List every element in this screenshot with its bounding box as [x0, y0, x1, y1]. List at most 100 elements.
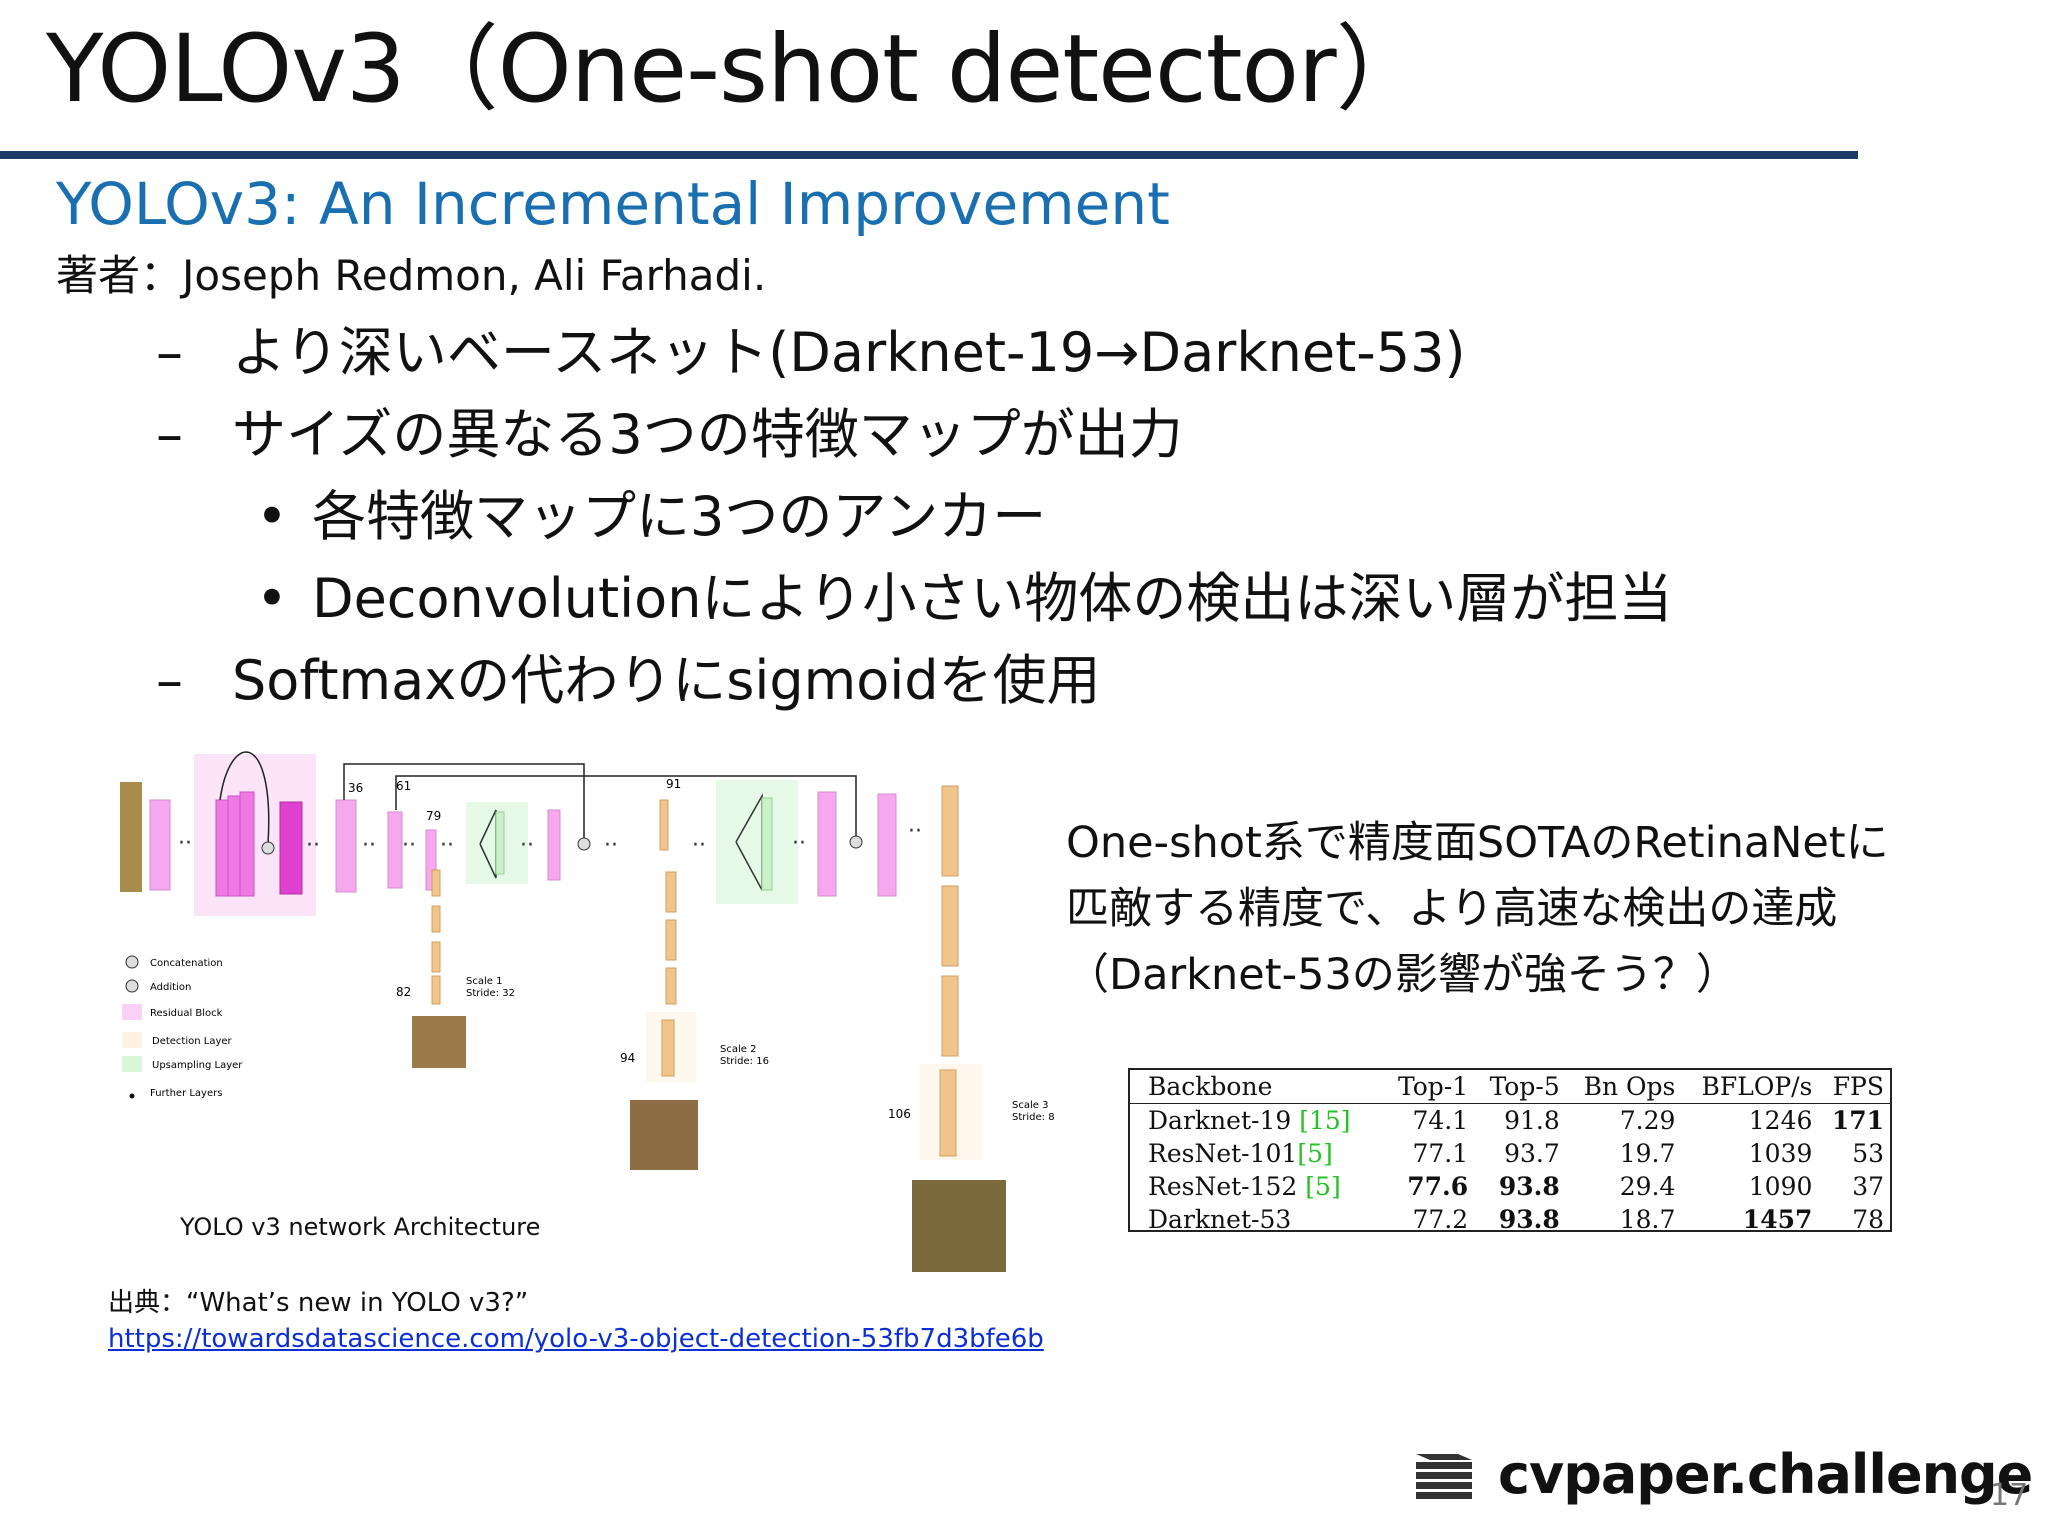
layer-36	[335, 799, 357, 893]
top1-cell: 77.6	[1407, 1172, 1469, 1201]
logo-text: cvpaper.challenge	[1498, 1443, 2033, 1506]
top1-cell: 74.1	[1412, 1106, 1469, 1135]
table-row: Darknet-19 [15] 74.1 91.8 7.29 1246 171	[1130, 1104, 1890, 1138]
column-header: FPS	[1832, 1072, 1884, 1101]
bullet-dot: •	[256, 567, 288, 630]
svg-text:··: ··	[520, 833, 534, 858]
layer-79	[425, 829, 437, 891]
bullet-item: –より深いベースネット(Darknet-19→Darknet-53)	[156, 318, 1466, 388]
layer-number-106: 106	[888, 1107, 911, 1121]
layer-number-61: 61	[396, 779, 411, 793]
layer-number-94: 94	[620, 1051, 635, 1065]
legend-addition: Addition	[150, 982, 191, 993]
scale-1-stride: Stride: 32	[466, 988, 515, 999]
input-image-thumbnail	[120, 782, 142, 892]
bnops-cell: 19.7	[1619, 1139, 1676, 1168]
scale-2-output-image	[630, 1100, 698, 1170]
backbone-cell: ResNet-101[5]	[1148, 1139, 1333, 1168]
bullet-dash: –	[156, 649, 183, 712]
bullet-text: より深いベースネット(Darknet-19→Darknet-53)	[232, 321, 1466, 384]
svg-text:··: ··	[792, 831, 806, 856]
top1-cell: 77.1	[1412, 1139, 1469, 1168]
bnops-cell: 18.7	[1619, 1205, 1676, 1234]
layer-number-79: 79	[426, 809, 441, 823]
svg-text:··: ··	[440, 833, 454, 858]
conv-layer	[149, 799, 171, 891]
bflops-cell: 1090	[1748, 1172, 1813, 1201]
bflops-cell: 1039	[1748, 1139, 1813, 1168]
scale-2-label: Scale 2	[720, 1044, 756, 1055]
top5-cell: 93.8	[1498, 1172, 1560, 1201]
stacked-layers-icon	[1416, 1454, 1472, 1499]
page-number: 17	[1990, 1478, 2029, 1513]
legend-residual-block: Residual Block	[150, 1008, 223, 1019]
detection-layer-106	[939, 1069, 957, 1157]
bullet-dot: •	[256, 485, 288, 548]
top1-cell: 77.2	[1412, 1205, 1469, 1234]
backbone-cell: Darknet-19 [15]	[1148, 1106, 1351, 1135]
scale-1-output-image	[412, 1016, 466, 1068]
scale-3-output-image	[912, 1180, 1006, 1272]
table-header-row: Backbone Top-1 Top-5 Bn Ops BFLOP/s FPS	[1130, 1070, 1890, 1104]
paper-authors: 著者：Joseph Redmon, Ali Farhadi.	[56, 251, 767, 300]
svg-text:··: ··	[306, 833, 320, 858]
route-connection	[343, 763, 585, 838]
bullet-item: –Softmaxの代わりにsigmoidを使用	[156, 646, 1101, 716]
concatenation-node	[849, 835, 863, 849]
source-link[interactable]: https://towardsdatascience.com/yolo-v3-o…	[108, 1324, 1044, 1354]
diagram-caption: YOLO v3 network Architecture	[180, 1213, 541, 1241]
legend-residual-swatch	[122, 1004, 142, 1020]
bullet-text: Deconvolutionにより小さい物体の検出は深い層が担当	[312, 567, 1673, 630]
legend-concatenation: Concatenation	[150, 958, 223, 969]
svg-text:··: ··	[908, 819, 922, 844]
fps-cell: 78	[1852, 1205, 1884, 1234]
svg-text:··: ··	[362, 833, 376, 858]
concatenation-node	[577, 837, 591, 851]
comment-line: 匹敵する精度で、より高速な検出の達成	[1066, 884, 1838, 934]
column-header: Backbone	[1148, 1072, 1273, 1101]
layer-number-36: 36	[348, 781, 363, 795]
sub-bullet-item: • Deconvolutionにより小さい物体の検出は深い層が担当	[256, 564, 1672, 634]
comment-line: One-shot系で精度面SOTAのRetinaNetに	[1066, 818, 1889, 868]
svg-text:··: ··	[178, 831, 192, 856]
bflops-cell: 1246	[1748, 1106, 1813, 1135]
top5-cell: 93.7	[1504, 1139, 1560, 1168]
residual-output-layer	[279, 801, 303, 895]
residual-layer	[239, 791, 255, 897]
detection-layer-82	[431, 975, 441, 1005]
column-header: Bn Ops	[1583, 1072, 1676, 1101]
table-row: ResNet-152 [5] 77.6 93.8 29.4 1090 37	[1130, 1170, 1890, 1203]
addition-node	[261, 841, 275, 855]
svg-text:··: ··	[692, 833, 706, 858]
scale-2-stride: Stride: 16	[720, 1056, 769, 1067]
fps-cell: 171	[1831, 1106, 1884, 1135]
legend-upsampling-swatch	[122, 1056, 142, 1072]
fps-cell: 37	[1852, 1172, 1884, 1201]
title-divider	[0, 151, 1858, 159]
layer-61	[387, 811, 403, 889]
detection-layer-94	[661, 1019, 675, 1077]
scale-1-label: Scale 1	[466, 976, 502, 987]
legend-upsampling-layer: Upsampling Layer	[152, 1060, 243, 1071]
column-header: BFLOP/s	[1701, 1072, 1813, 1101]
backbone-comparison-table: Backbone Top-1 Top-5 Bn Ops BFLOP/s FPS …	[1128, 1068, 1892, 1234]
bullet-dash: –	[156, 321, 183, 384]
backbone-cell: ResNet-152 [5]	[1148, 1172, 1341, 1201]
legend-further-layers-icon	[129, 1093, 135, 1099]
layer-number-82: 82	[396, 985, 411, 999]
paper-title: YOLOv3: An Incremental Improvement	[56, 170, 1170, 238]
comment-line: （Darknet-53の影響が強そう？）	[1066, 950, 1739, 1000]
layer-91	[659, 799, 669, 851]
bullet-text: 各特徴マップに3つのアンカー	[312, 485, 1047, 548]
bullet-text: Softmaxの代わりにsigmoidを使用	[232, 649, 1101, 712]
fps-cell: 53	[1852, 1139, 1884, 1168]
backbone-cell: Darknet-53	[1148, 1205, 1292, 1234]
source-label: 出典：“What’s new in YOLO v3?”	[108, 1288, 529, 1318]
bflops-cell: 1457	[1742, 1205, 1813, 1234]
bnops-cell: 29.4	[1619, 1172, 1676, 1201]
layer-number-91: 91	[666, 777, 681, 791]
table-row: ResNet-101[5] 77.1 93.7 19.7 1039 53	[1130, 1137, 1890, 1170]
bullet-dash: –	[156, 403, 183, 466]
column-header: Top-1	[1397, 1072, 1469, 1101]
column-header: Top-5	[1489, 1072, 1560, 1101]
